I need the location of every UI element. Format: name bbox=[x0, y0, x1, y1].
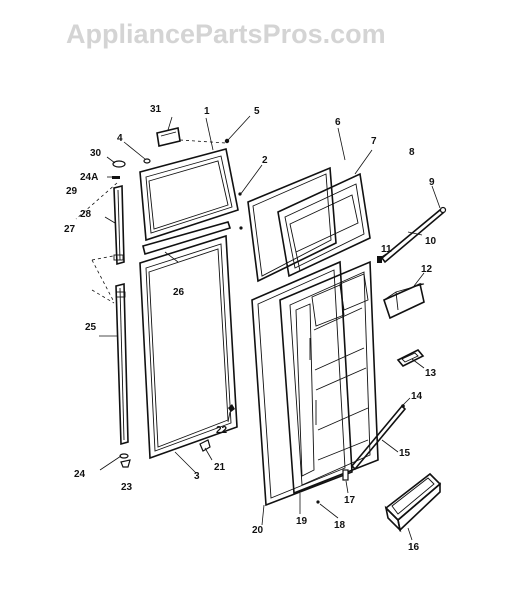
door-rack-rail bbox=[350, 404, 407, 471]
freezer-door-handle bbox=[113, 184, 125, 266]
right-leader-lines bbox=[261, 127, 441, 541]
callout-14: 14 bbox=[411, 391, 423, 402]
watermark-text: AppliancePartsPros.com bbox=[66, 19, 386, 49]
bin-clip bbox=[342, 469, 349, 481]
callout-8: 8 bbox=[409, 147, 415, 158]
callout-23: 23 bbox=[121, 482, 133, 493]
hinge-cover-part bbox=[156, 127, 181, 147]
callout-12: 12 bbox=[421, 264, 433, 275]
callout-31: 31 bbox=[150, 104, 162, 115]
shelf-support-rod bbox=[377, 206, 447, 264]
callout-26: 26 bbox=[173, 287, 185, 298]
freezer-door-shelf bbox=[277, 172, 371, 278]
fresh-food-door-handle bbox=[115, 282, 129, 446]
callout-11: 11 bbox=[381, 244, 392, 255]
bottle-door-bin bbox=[384, 472, 442, 533]
freezer-door-liner bbox=[247, 166, 337, 283]
callout-1: 1 bbox=[204, 106, 210, 117]
callout-18: 18 bbox=[334, 520, 346, 531]
callout-28: 28 bbox=[80, 209, 92, 220]
callout-9: 9 bbox=[429, 177, 435, 188]
callout-30: 30 bbox=[90, 148, 102, 159]
callout-5: 5 bbox=[254, 106, 260, 117]
callout-19: 19 bbox=[296, 516, 308, 527]
freezer-door-frame bbox=[139, 148, 239, 242]
callout-17: 17 bbox=[344, 495, 356, 506]
callout-6: 6 bbox=[335, 117, 341, 128]
callout-13: 13 bbox=[425, 368, 437, 379]
callout-10: 10 bbox=[425, 236, 437, 247]
lower-hinge-parts bbox=[119, 138, 243, 468]
callout-3: 3 bbox=[194, 471, 200, 482]
callout-7: 7 bbox=[371, 136, 377, 147]
callout-16: 16 bbox=[408, 542, 420, 553]
callout-21: 21 bbox=[214, 462, 226, 473]
small-fastener-parts bbox=[112, 158, 151, 179]
fresh-food-door-gasket bbox=[251, 260, 353, 507]
fresh-food-door-liner bbox=[279, 260, 379, 495]
callout-15: 15 bbox=[399, 448, 411, 459]
dairy-door-bin bbox=[383, 282, 425, 320]
callout-22: 22 bbox=[216, 425, 228, 436]
butter-tray bbox=[396, 349, 425, 367]
callout-24: 24 bbox=[74, 469, 86, 480]
left-leader-lines bbox=[75, 115, 263, 474]
callout-2: 2 bbox=[262, 155, 268, 166]
callout-27: 27 bbox=[64, 224, 76, 235]
callout-25: 25 bbox=[85, 322, 97, 333]
callout-labels: 1 2 3 4 5 6 7 8 9 10 11 12 13 14 15 16 1… bbox=[64, 104, 437, 553]
door-separator-strip bbox=[142, 221, 232, 256]
callout-20: 20 bbox=[252, 525, 264, 536]
callout-29: 29 bbox=[66, 186, 78, 197]
callout-24A: 24A bbox=[80, 172, 98, 183]
callout-4: 4 bbox=[117, 133, 123, 144]
liner-screw bbox=[316, 500, 320, 504]
